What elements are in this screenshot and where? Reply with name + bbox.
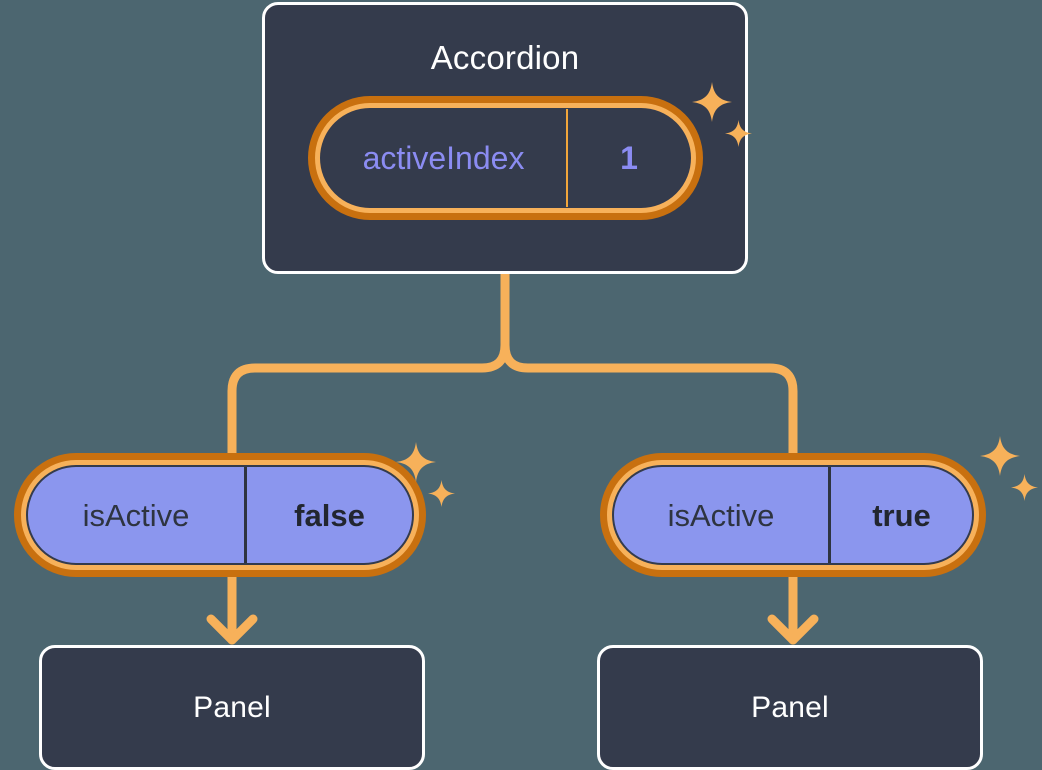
sparkle-icon [1011, 474, 1038, 501]
state-pill-isactive-false[interactable]: isActive false [14, 453, 426, 577]
sparkle-group-right-state [980, 436, 1042, 508]
state-pill-value-isactive-true: true [872, 497, 931, 533]
arrowhead-left [206, 614, 258, 645]
state-pill-inner: activeIndex 1 [320, 108, 691, 208]
component-title-accordion: Accordion [430, 39, 580, 76]
component-box-panel-right[interactable]: Panel [597, 645, 983, 770]
state-pill-value-activeindex: 1 [620, 140, 638, 176]
state-pill-key-activeindex: activeIndex [321, 109, 568, 207]
state-pill-activeindex[interactable]: activeIndex 1 [308, 96, 703, 220]
component-box-panel-left[interactable]: Panel [39, 645, 425, 770]
sparkle-icon [428, 480, 455, 507]
state-pill-key-isactive-false: isActive [28, 467, 247, 563]
connector-branch-right [500, 340, 798, 460]
state-pill-value-isactive-false: false [294, 497, 365, 533]
arrowhead-right [767, 614, 819, 645]
connector-trunk [227, 269, 510, 460]
state-pill-key-isactive-true: isActive [614, 467, 831, 563]
state-pill-inner: isActive true [612, 465, 974, 565]
component-title-panel-left: Panel [193, 690, 271, 724]
state-pill-inner: isActive false [26, 465, 414, 565]
sparkle-icon [980, 436, 1020, 476]
component-title-panel-right: Panel [751, 690, 829, 724]
state-pill-isactive-true[interactable]: isActive true [600, 453, 986, 577]
